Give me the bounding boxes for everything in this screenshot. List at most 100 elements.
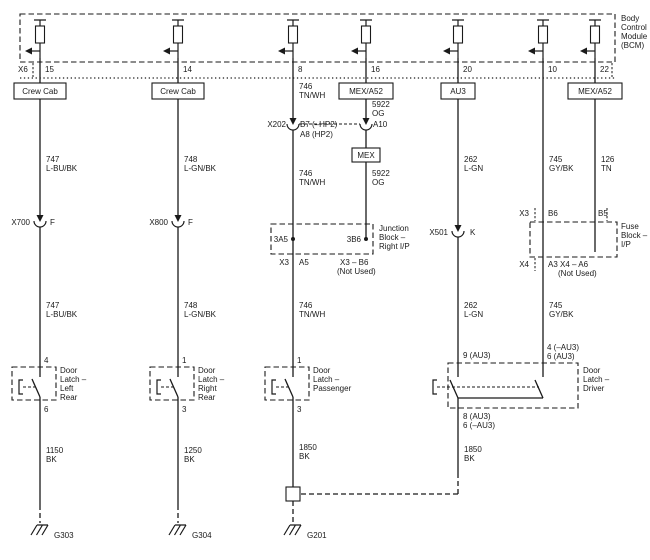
pin-15: 15 [45, 65, 54, 74]
latch-drv-pin-right-1: 4 (–AU3) [547, 343, 579, 352]
wire-label-1850-right: 1850 [464, 445, 482, 454]
latch-drv-pin-bottom-1: 8 (AU3) [463, 412, 491, 421]
wire-label-747-upper-color: L-BU/BK [46, 164, 78, 173]
switch-blade [284, 378, 294, 398]
bcm-connector-label: X6 [18, 65, 28, 74]
latch-lr-pin-top: 4 [44, 356, 49, 365]
splice-icon [285, 486, 301, 502]
latch-drv-label-3: Driver [583, 384, 605, 393]
tag-crew-cab-2: Crew Cab [160, 87, 196, 96]
wire-label-746-mid-color: TN/WH [299, 178, 325, 187]
fuse-bottom-right-note: (Not Used) [558, 269, 597, 278]
bcm-dashed-box [19, 13, 616, 63]
wire-label-745-upper: 745 [549, 155, 563, 164]
connector-x202-label: X202 [267, 120, 286, 129]
wire-label-1150-color: BK [46, 455, 57, 464]
wire-label-748-lower-color: L-GN/BK [184, 310, 217, 319]
wire-label-5922-mid-color: OG [372, 178, 384, 187]
wire-label-745-upper-color: GY/BK [549, 164, 574, 173]
wire-label-746-mid: 746 [299, 169, 313, 178]
fuse-block-separators [534, 208, 608, 271]
wire-label-745-lower-color: GY/BK [549, 310, 574, 319]
latch-pass-label-2: Latch – [313, 375, 340, 384]
wire-label-1850-right-color: BK [464, 454, 475, 463]
ground-label-g303: G303 [54, 531, 74, 540]
fuse-block: X3 B6 B5 X4 A3 X4 – A6 (Not Used) Fuse B… [519, 208, 648, 278]
connector-x501-pin: K [470, 228, 476, 237]
wire-label-1850-left-color: BK [299, 452, 310, 461]
wire-label-5922-top: 5922 [372, 100, 390, 109]
bcm-label-line1: Body [621, 14, 639, 23]
junction-bottom-right: X3 – B6 [340, 258, 369, 267]
junction-block-box [270, 223, 374, 255]
junction-pin-3a5: 3A5 [274, 235, 289, 244]
wire-label-262-upper-color: L-GN [464, 164, 483, 173]
ground-label-g201: G201 [307, 531, 327, 540]
fuse-bottom-conn: X4 [519, 260, 529, 269]
wire-label-126-color: TN [601, 164, 612, 173]
pin-14: 14 [183, 65, 192, 74]
door-latch-driver: 9 (AU3) 4 (–AU3) 6 (AU3) 8 (AU3) 6 (–AU3… [432, 343, 610, 430]
latch-lr-pin-bottom: 6 [44, 405, 49, 414]
latch-rr-label-1: Door [198, 366, 216, 375]
fuse-label-2: Block – [621, 231, 648, 240]
wire-label-1250: 1250 [184, 446, 202, 455]
connector-x700-label: X700 [11, 218, 30, 227]
latch-pass-label-1: Door [313, 366, 331, 375]
latch-lr-label-3: Left [60, 384, 74, 393]
latch-drv-label-1: Door [583, 366, 601, 375]
latch-rr-pin-top: 1 [182, 356, 187, 365]
branch-tags: Crew Cab Crew Cab MEX/A52 AU3 MEX/A52 ME… [13, 82, 623, 163]
wire-label-1150: 1150 [46, 446, 64, 455]
wire-label-745-lower: 745 [549, 301, 563, 310]
switch-blade [534, 379, 544, 399]
wire-label-1850-left: 1850 [299, 443, 317, 452]
pin-8: 8 [298, 65, 303, 74]
tag-crew-cab-1: Crew Cab [22, 87, 58, 96]
fuse-label-3: I/P [621, 240, 631, 249]
wire-label-748-upper-color: L-GN/BK [184, 164, 217, 173]
wire-label-262-lower-color: L-GN [464, 310, 483, 319]
latch-drv-pin-left: 9 (AU3) [463, 351, 491, 360]
latch-pass-pin-bottom: 3 [297, 405, 302, 414]
pin-10: 10 [548, 65, 557, 74]
junction-label-3: Right I/P [379, 242, 410, 251]
wire-labels-lower: 747 L-BU/BK 748 L-GN/BK 746 TN/WH 262 L-… [46, 301, 574, 319]
tag-mex: MEX [357, 151, 375, 160]
connector-x202-pin-right: A10 [373, 120, 388, 129]
pin-20: 20 [463, 65, 472, 74]
fuse-top-left-pin: B6 [548, 209, 558, 218]
connector-x202-pin-left-1: B7 (–HP2) [300, 120, 338, 129]
door-latch-right-rear: 1 3 Door Latch – Right Rear [149, 356, 225, 414]
dashed-wires [39, 473, 459, 523]
ground-section: 1150 BK 1250 BK 1850 BK 1850 BK G303 G30… [30, 443, 482, 540]
latch-lr-label-2: Latch – [60, 375, 87, 384]
tag-au3: AU3 [450, 87, 466, 96]
wire-label-747-lower: 747 [46, 301, 60, 310]
wire-label-5922-mid: 5922 [372, 169, 390, 178]
wire-label-748-lower: 748 [184, 301, 198, 310]
wire-label-1250-color: BK [184, 455, 195, 464]
latch-rr-label-3: Right [198, 384, 217, 393]
latch-drv-label-2: Latch – [583, 375, 610, 384]
connector-x202-pin-left-2: A8 (HP2) [300, 130, 333, 139]
bcm-block: Body Control Module (BCM) X6 15 14 8 16 … [18, 13, 648, 79]
wire-label-5922-top-color: OG [372, 109, 384, 118]
latch-rr-label-2: Latch – [198, 375, 225, 384]
door-latch-passenger: 1 3 Door Latch – Passenger [264, 356, 352, 414]
tag-mex-a52-left: MEX/A52 [349, 87, 383, 96]
latch-lr-label-4: Rear [60, 393, 78, 402]
latch-rr-pin-bottom: 3 [182, 405, 187, 414]
junction-label-1: Junction [379, 224, 409, 233]
junction-label-2: Block – [379, 233, 406, 242]
junction-bottom-pin: A5 [299, 258, 309, 267]
wire-labels-upper: 746 TN/WH 5922 OG 746 TN/WH 5922 OG 747 … [46, 82, 615, 187]
fuse-bottom-left-pin: A3 [548, 260, 558, 269]
junction-bottom-right-note: (Not Used) [337, 267, 376, 276]
bcm-label-line3: Module [621, 32, 648, 41]
connector-x700-pin: F [50, 218, 55, 227]
switch-blade [169, 378, 179, 398]
latch-drv-pin-right-2: 6 (AU3) [547, 352, 575, 361]
switch-blade [31, 378, 41, 398]
